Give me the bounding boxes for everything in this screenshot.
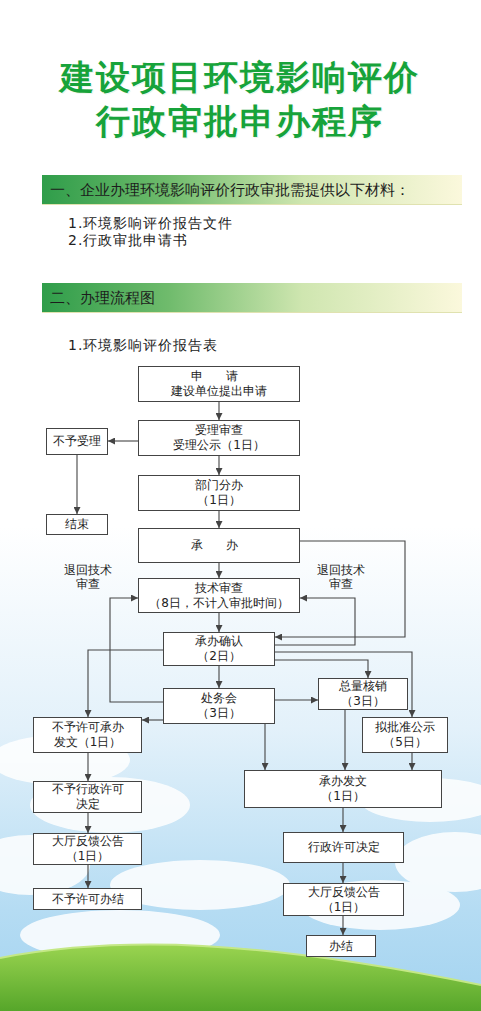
edge-label: 退回技术审查 [314,563,368,591]
process-box: 办结 [306,935,376,957]
node-text: 受理公示（1日） [173,438,265,453]
node-text: （3日） [341,694,385,709]
node-text: 申 请 [191,369,248,384]
process-box: 大厅反馈公告（1日） [33,833,142,865]
node-text: （1日） [197,493,241,508]
connector-arrow [411,753,412,770]
node-text: 不予许可承办 发文（1日） [48,720,128,750]
connector-arrow [275,541,405,637]
node-text: 承办发文 [319,774,367,789]
node-text: （5日） [383,735,427,750]
process-box: 大厅反馈公告（1日） [283,883,404,916]
connector-arrow [218,563,219,578]
process-box: 受理审查受理公示（1日） [138,420,300,456]
edge-label: 退回技术审查 [61,563,115,591]
node-text: 部门分办 [195,478,243,493]
node-text: 不予行政许可 决定 [48,782,128,812]
node-text: 不予许可办结 [52,892,124,907]
list-item-text: 1.环境影响评价报告文件 [68,215,233,232]
node-text: 不予受理 [53,434,101,449]
node-text: 技术审查 [195,581,243,596]
process-box: 承办发文（1日） [244,770,442,808]
process-box: 拟批准公示（5日） [362,717,448,753]
connector-arrow [264,724,265,770]
band-heading: 一、企业办理环境影响评价行政审批需提供以下材料： [50,181,410,199]
connector-arrow [218,456,219,475]
connector-arrow [342,916,343,935]
band-heading: 二、办理流程图 [50,289,155,307]
process-box: 结束 [46,514,108,535]
process-box: 行政许可决定 [283,832,404,863]
list-item-text: 2.行政审批申请书 [68,232,188,249]
node-text: 承 办 [191,538,248,553]
connector-arrow [275,652,412,717]
section-band: 二、办理流程图 [42,283,462,313]
node-text: （3日） [197,706,241,721]
connector-arrow [110,598,163,702]
page-title: 建设项目环境影响评价 行政审批申办程序 [50,55,430,143]
connector-arrow [87,865,88,888]
node-text: （1日） [321,789,365,804]
section-band: 一、企业办理环境影响评价行政审批需提供以下材料： [42,175,462,205]
hill-highlight [0,945,481,985]
process-box: 不予受理 [46,428,108,455]
connector-arrow [275,699,318,700]
connector-arrow [218,511,219,528]
connector-arrow [76,455,77,514]
connector-arrow [218,613,219,632]
node-text: 拟批准公示 [375,720,435,735]
node-text: （8日，不计入审批时间） [149,596,289,611]
node-text: 结束 [65,517,89,532]
process-box: 承 办 [138,528,300,563]
clouds [0,735,481,960]
connector-arrow [342,863,343,883]
node-text: 总量核销 [339,679,387,694]
node-text: 办结 [329,939,353,954]
connector-arrow [275,660,368,678]
process-box: 总量核销（3日） [318,678,408,710]
node-text: 大厅反馈公告 [308,885,380,900]
process-box: 不予许可办结 [33,888,142,910]
process-box: 技术审查（8日，不计入审批时间） [138,578,300,613]
process-box: 不予行政许可 决定 [33,781,142,813]
node-text: 行政许可决定 [308,840,380,855]
connector-arrow [344,710,345,770]
connector-arrow [218,402,219,420]
connector-arrow [87,813,88,833]
connector-arrow [108,440,138,441]
node-text: 大厅反馈公告 [52,834,124,849]
process-box: 处务会（3日） [163,688,275,724]
process-box: 申 请建设单位提出申请 [138,366,300,402]
node-text: 受理审查 [195,423,243,438]
cloud [30,777,190,833]
connector-arrow [218,666,219,688]
list-item-text: 1.环境影响评价报告表 [68,337,218,354]
connector-arrow [342,808,343,832]
process-box: 承办确认（2日） [163,632,275,666]
process-box: 不予许可承办 发文（1日） [33,717,142,753]
connector-arrow [87,753,88,781]
node-text: 处务会 [201,691,237,706]
node-text: 建设单位提出申请 [171,384,267,399]
node-text: 承办确认 [195,634,243,649]
grass-hill [0,945,481,1011]
node-text: （1日） [322,900,366,915]
node-text: （2日） [197,649,241,664]
connector-arrow [275,598,355,645]
connector-arrow [142,719,163,720]
connector-arrow [88,650,163,717]
process-box: 部门分办（1日） [138,475,300,511]
node-text: （1日） [66,849,110,864]
